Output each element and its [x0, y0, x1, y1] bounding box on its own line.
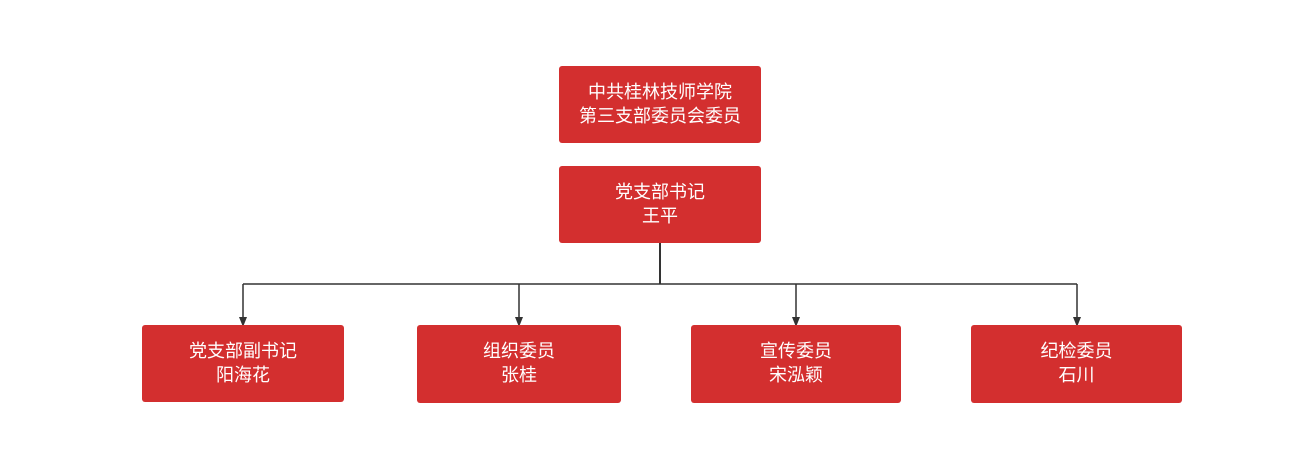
publicity-member-box: 宣传委员 宋泓颖	[691, 325, 901, 403]
member-name: 阳海花	[216, 364, 270, 386]
organization-member-box: 组织委员 张桂	[417, 325, 621, 403]
org-name-line1: 中共桂林技师学院	[588, 81, 732, 103]
member-name: 石川	[1058, 365, 1095, 386]
member-title: 组织委员	[483, 341, 555, 362]
member-title: 宣传委员	[760, 341, 832, 362]
org-name-line2: 第三支部委员会委员	[579, 105, 741, 127]
member-title: 纪检委员	[1040, 341, 1113, 362]
secretary-title: 党支部书记	[615, 181, 705, 203]
member-name: 张桂	[501, 365, 537, 386]
deputy-secretary-box: 党支部副书记 阳海花	[142, 325, 344, 402]
org-committee-box: 中共桂林技师学院 第三支部委员会委员	[559, 66, 761, 143]
member-title: 党支部副书记	[189, 340, 297, 362]
discipline-member-box: 纪检委员 石川	[971, 325, 1182, 403]
party-secretary-box: 党支部书记 王平	[559, 166, 761, 243]
secretary-name: 王平	[642, 205, 678, 227]
member-name: 宋泓颖	[769, 365, 823, 386]
